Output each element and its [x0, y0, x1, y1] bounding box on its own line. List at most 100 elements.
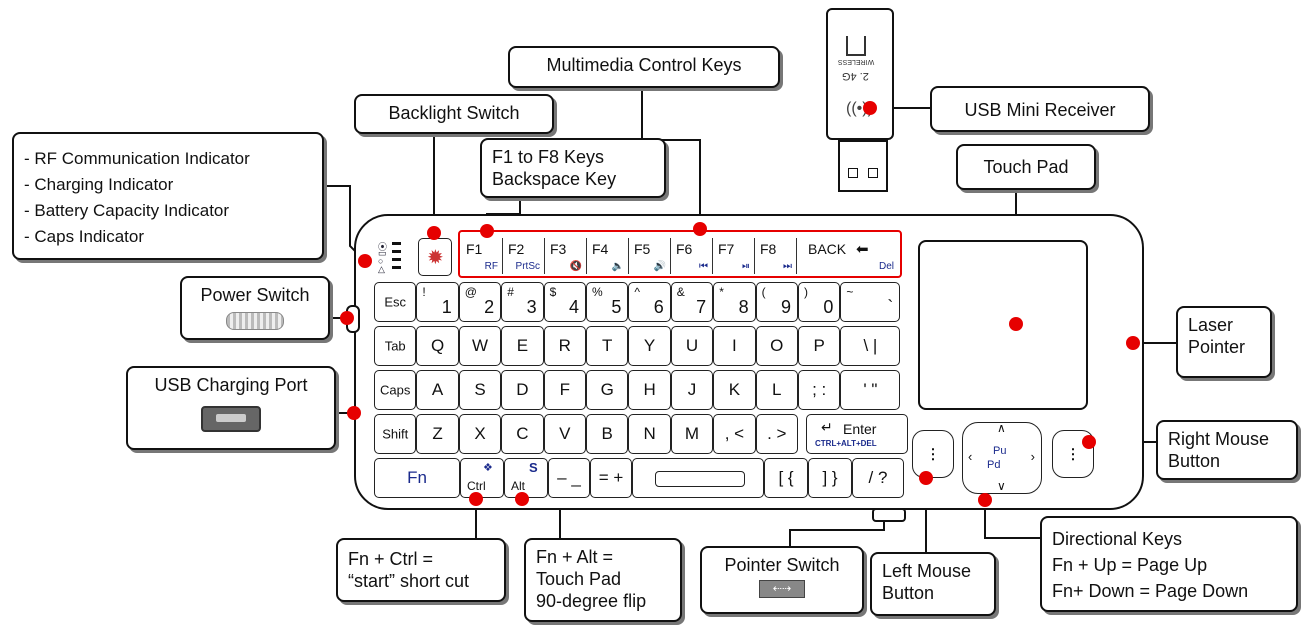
callout-laser-pointer: Laser Pointer: [1176, 306, 1272, 378]
letter-key[interactable]: B: [586, 414, 629, 454]
letter-key[interactable]: . >: [755, 414, 798, 454]
letter-key[interactable]: M: [670, 414, 714, 454]
letter-key[interactable]: T: [586, 326, 629, 366]
letter-key[interactable]: E: [501, 326, 544, 366]
letter-key[interactable]: ' ": [840, 370, 901, 410]
letter-key[interactable]: H: [628, 370, 671, 410]
number-key[interactable]: ^6: [628, 282, 671, 322]
letter-key[interactable]: O: [755, 326, 798, 366]
callout-indicators: - RF Communication Indicator - Charging …: [12, 132, 324, 260]
marker-dot: [1082, 435, 1096, 449]
letter-key[interactable]: L: [755, 370, 798, 410]
callout-directional: Directional Keys Fn + Up = Page Up Fn+ D…: [1040, 516, 1298, 612]
touch-pad[interactable]: [918, 240, 1088, 410]
letter-key[interactable]: K: [713, 370, 756, 410]
bracket-open-key[interactable]: [ {: [764, 458, 808, 498]
letter-key[interactable]: Y: [628, 326, 671, 366]
letter-key[interactable]: D: [501, 370, 544, 410]
letter-key[interactable]: C: [501, 414, 544, 454]
number-key[interactable]: (9: [755, 282, 798, 322]
marker-dot: [515, 492, 529, 506]
callout-touch-pad: Touch Pad: [956, 144, 1096, 190]
letter-key[interactable]: R: [543, 326, 586, 366]
letter-key[interactable]: G: [586, 370, 629, 410]
letter-key[interactable]: F: [543, 370, 586, 410]
back-key[interactable]: BACK ⬅ Del: [808, 241, 894, 272]
mouse-dots-icon: ⋮: [1066, 445, 1080, 462]
slash-key[interactable]: / ?: [852, 458, 904, 498]
letter-key[interactable]: I: [713, 326, 756, 366]
callout-multimedia: Multimedia Control Keys: [508, 46, 780, 88]
callout-usb-charging: USB Charging Port: [126, 366, 336, 450]
ctrl-key[interactable]: ❖ Ctrl: [460, 458, 504, 498]
marker-dot: [347, 406, 361, 420]
backlight-key[interactable]: ✹: [418, 238, 452, 276]
number-key[interactable]: ~`: [840, 282, 901, 322]
enter-key[interactable]: ↵ Enter CTRL+ALT+DEL: [806, 414, 908, 454]
callout-backlight: Backlight Switch: [354, 94, 554, 134]
pointer-switch-icon: ⇠⇢: [759, 580, 805, 598]
number-key[interactable]: )0: [798, 282, 841, 322]
flip-icon: S: [529, 460, 538, 475]
letter-key[interactable]: X: [458, 414, 502, 454]
alt-key[interactable]: S Alt: [504, 458, 548, 498]
number-key[interactable]: *8: [713, 282, 756, 322]
callout-right-mouse: Right Mouse Button: [1156, 420, 1298, 480]
letter-key[interactable]: J: [670, 370, 714, 410]
letter-key[interactable]: W: [458, 326, 502, 366]
number-key[interactable]: $4: [543, 282, 586, 322]
callout-f1-f8: F1 to F8 Keys Backspace Key: [480, 138, 666, 198]
fkey-3[interactable]: F3🔇: [546, 238, 587, 274]
number-key[interactable]: #3: [501, 282, 544, 322]
letter-key[interactable]: , <: [713, 414, 756, 454]
right-arrow-icon: ›: [1030, 449, 1035, 464]
indicator-lights: ⦿ ▭ ○ △: [374, 240, 404, 276]
letter-key[interactable]: ; :: [798, 370, 841, 410]
bracket-close-key[interactable]: ] }: [808, 458, 852, 498]
fn-key[interactable]: Fn: [374, 458, 460, 498]
space-key[interactable]: [632, 458, 764, 498]
fkey-6[interactable]: F6⏮: [672, 238, 713, 274]
letter-key[interactable]: N: [628, 414, 671, 454]
marker-dot: [469, 492, 483, 506]
fkey-7[interactable]: F7⏯: [714, 238, 755, 274]
letter-key[interactable]: P: [798, 326, 841, 366]
usb-port-icon: [201, 406, 261, 432]
letter-key[interactable]: U: [670, 326, 714, 366]
letter-key[interactable]: S: [458, 370, 502, 410]
letter-key[interactable]: \ |: [840, 326, 901, 366]
equals-key[interactable]: = +: [590, 458, 632, 498]
right-mouse-button[interactable]: ⋮: [1052, 430, 1094, 478]
minus-key[interactable]: – _: [548, 458, 590, 498]
marker-dot: [978, 493, 992, 507]
marker-dot: [693, 222, 707, 236]
number-key[interactable]: &7: [670, 282, 714, 322]
letter-key[interactable]: Q: [416, 326, 459, 366]
number-key[interactable]: @2: [458, 282, 502, 322]
letter-key[interactable]: V: [543, 414, 586, 454]
marker-dot: [1126, 336, 1140, 350]
marker-dot: [427, 226, 441, 240]
backlight-icon: ✹: [427, 247, 444, 269]
callout-fn-ctrl: Fn + Ctrl = “start” short cut: [336, 538, 506, 602]
number-key[interactable]: %5: [586, 282, 629, 322]
marker-dot: [1009, 317, 1023, 331]
number-key[interactable]: !1: [416, 282, 459, 322]
caps-key[interactable]: Caps: [374, 370, 417, 410]
esc-key[interactable]: Esc: [374, 282, 417, 322]
fkey-strip: [458, 230, 902, 278]
shift-key[interactable]: Shift: [374, 414, 417, 454]
fkey-5[interactable]: F5🔊: [630, 238, 671, 274]
letter-key[interactable]: A: [416, 370, 459, 410]
directional-keys[interactable]: ∧ ∨ ‹ › Pu Pd: [962, 421, 1042, 494]
callout-usb-receiver: USB Mini Receiver: [930, 86, 1150, 132]
fkey-4[interactable]: F4🔈: [588, 238, 629, 274]
left-mouse-button[interactable]: ⋮: [912, 430, 954, 478]
letter-key[interactable]: Z: [416, 414, 459, 454]
tab-key[interactable]: Tab: [374, 326, 417, 366]
windows-icon: ❖: [483, 462, 493, 474]
left-arrow-icon: ‹: [968, 449, 973, 464]
fkey-8[interactable]: F8⏭: [756, 238, 797, 274]
